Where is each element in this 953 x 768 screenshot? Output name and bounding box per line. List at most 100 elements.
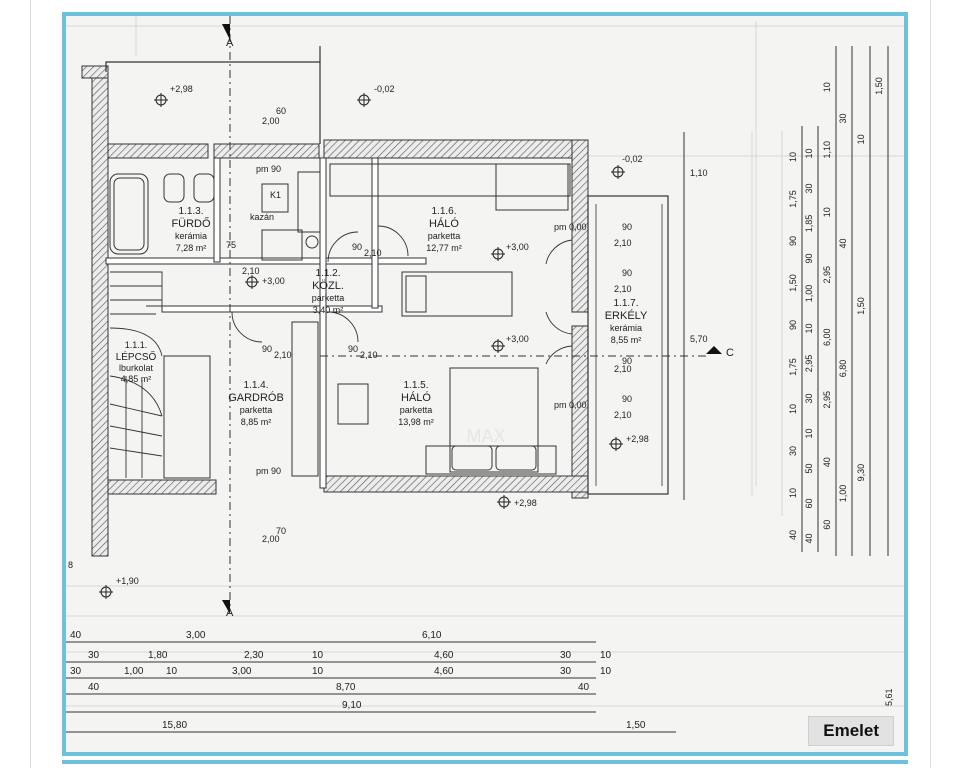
- level-label: -0,02: [374, 84, 395, 94]
- room-furdo-finish: kerámia: [175, 231, 207, 241]
- dim: 2,30: [244, 650, 264, 661]
- room-kozl-name: KÖZL.: [312, 280, 344, 292]
- section-a-top-label: A: [226, 37, 234, 49]
- room-halo1-area: 12,77 m²: [426, 243, 462, 253]
- room-kozl-number: 1.1.2.: [315, 268, 340, 279]
- dim: 40: [70, 630, 82, 641]
- level-labels: +2,98 -0,02 -0,02 +3,00 +3,00 +3,00 +2,9…: [116, 84, 649, 586]
- right-dim-label: 1,10: [822, 141, 832, 159]
- wardrobe-shelves: [163, 321, 319, 479]
- door-dim: 2,10: [364, 248, 382, 258]
- page-right-edge: [930, 0, 931, 768]
- dim: 3,00: [186, 630, 206, 641]
- right-dim-label: 40: [788, 530, 798, 540]
- small-dim: 60: [276, 106, 286, 116]
- right-dim-label: 1,00: [804, 285, 814, 303]
- level-label: +3,00: [506, 242, 529, 252]
- room-gardrob-name: GARDRÓB: [228, 391, 284, 404]
- door-dim: 90: [352, 242, 362, 252]
- right-dim-label: 10: [788, 404, 798, 414]
- right-dim-label: 9,30: [856, 464, 866, 482]
- level-label: +1,90: [116, 576, 139, 586]
- room-halo2-finish: parketta: [400, 405, 433, 415]
- dim: 10: [600, 666, 612, 677]
- level-label: +2,98: [626, 434, 649, 444]
- upper-bedroom-furniture: [329, 163, 571, 317]
- right-dim-label: 10: [804, 323, 814, 333]
- small-dimension-labels: 2,00 60 2,00 70 pm 0,00 pm 0,00 1,10 5,7…: [262, 106, 708, 544]
- dim: 30: [560, 666, 572, 677]
- door-dim: 90: [622, 222, 632, 232]
- room-erkely-area: 8,55 m²: [611, 335, 642, 345]
- misc-labels: pm 90 pm 90 K1 kazán A A C MAX: [226, 37, 734, 619]
- small-dim: 70: [276, 526, 286, 536]
- dim: 8: [68, 560, 73, 570]
- door-dim: 2,10: [242, 266, 260, 276]
- door-dim: 90: [622, 268, 632, 278]
- room-furdo-number: 1.1.3.: [178, 206, 203, 217]
- right-dim-label: 60: [822, 520, 832, 530]
- door-dim: 2,10: [614, 284, 632, 294]
- door-dim: 2,10: [360, 350, 378, 360]
- floor-plan-frame: 1.1.3. FÜRDŐ kerámia 7,28 m² 1.1.6. HÁLÓ…: [62, 12, 908, 756]
- right-dim-label: 90: [788, 236, 798, 246]
- right-dimension-labels: 101,75901,50901,751030104010301,85901,00…: [788, 77, 884, 543]
- floor-caption-text: Emelet: [823, 721, 879, 740]
- room-kozl-finish: parketta: [312, 293, 345, 303]
- door-dim: 2,10: [274, 350, 292, 360]
- kazan-label: kazán: [250, 212, 274, 222]
- door-dim: 90: [262, 344, 272, 354]
- door-dim: 90: [622, 356, 632, 366]
- right-dim-label: 6,00: [822, 328, 832, 346]
- right-dim-label: 1,85: [804, 215, 814, 233]
- bottom-dimension-labels: 40 3,00 6,10 30 1,80 2,30 10 4,60 30 10 …: [68, 560, 894, 731]
- small-dim: 2,00: [262, 116, 280, 126]
- room-furdo-area: 7,28 m²: [176, 243, 207, 253]
- dim: 4,60: [434, 650, 454, 661]
- level-label: -0,02: [622, 154, 643, 164]
- dim: 8,70: [336, 682, 356, 693]
- right-dim-label: 2,95: [822, 266, 832, 284]
- room-halo1-number: 1.1.6.: [431, 206, 456, 217]
- room-furdo-name: FÜRDŐ: [171, 216, 211, 230]
- dim: 1,50: [626, 720, 646, 731]
- right-dim-label: 30: [804, 393, 814, 403]
- right-dim-label: 1,75: [788, 358, 798, 376]
- room-halo2-name: HÁLÓ: [401, 391, 431, 404]
- right-dim-label: 30: [788, 446, 798, 456]
- right-dim-label: 30: [838, 113, 848, 123]
- door-dim: 2,10: [614, 364, 632, 374]
- bath-fixtures: [109, 171, 321, 261]
- right-dim-label: 40: [838, 238, 848, 248]
- room-lepcso-finish: lburkolat: [119, 363, 154, 373]
- room-halo2-number: 1.1.5.: [403, 380, 428, 391]
- k1-label: K1: [270, 190, 281, 200]
- room-gardrob-area: 8,85 m²: [241, 417, 272, 427]
- balcony-outline: [587, 195, 669, 495]
- dim: 1,00: [124, 666, 144, 677]
- door-dim: 90: [622, 394, 632, 404]
- right-dim-label: 1,50: [874, 77, 884, 95]
- right-dim-label: 10: [856, 134, 866, 144]
- pm-top-label: pm 90: [256, 164, 281, 174]
- dim: 5,61: [884, 688, 894, 706]
- room-lepcso-area: 4,85 m²: [121, 374, 152, 384]
- room-halo1-name: HÁLÓ: [429, 217, 459, 230]
- section-markers: [222, 24, 722, 614]
- lower-bedroom-furniture: [337, 367, 557, 475]
- level-label: +2,98: [514, 498, 537, 508]
- door-dimension-labels: 90 2,10 90 2,10 90 2,10 90 2,10 90 2,10 …: [226, 222, 632, 420]
- watermark: MAX: [466, 426, 505, 446]
- staircase: [109, 271, 163, 478]
- dim: 30: [560, 650, 572, 661]
- right-dim-label: 30: [804, 183, 814, 193]
- right-dim-label: 10: [804, 428, 814, 438]
- right-dim-label: 10: [822, 82, 832, 92]
- right-dim-label: 10: [804, 148, 814, 158]
- door-dim: 75: [226, 240, 236, 250]
- section-a-label: A: [226, 607, 234, 619]
- right-dim-label: 1,75: [788, 190, 798, 208]
- dim: 10: [166, 666, 178, 677]
- small-dim: 1,10: [690, 168, 708, 178]
- frame-bottom-line: [62, 760, 908, 764]
